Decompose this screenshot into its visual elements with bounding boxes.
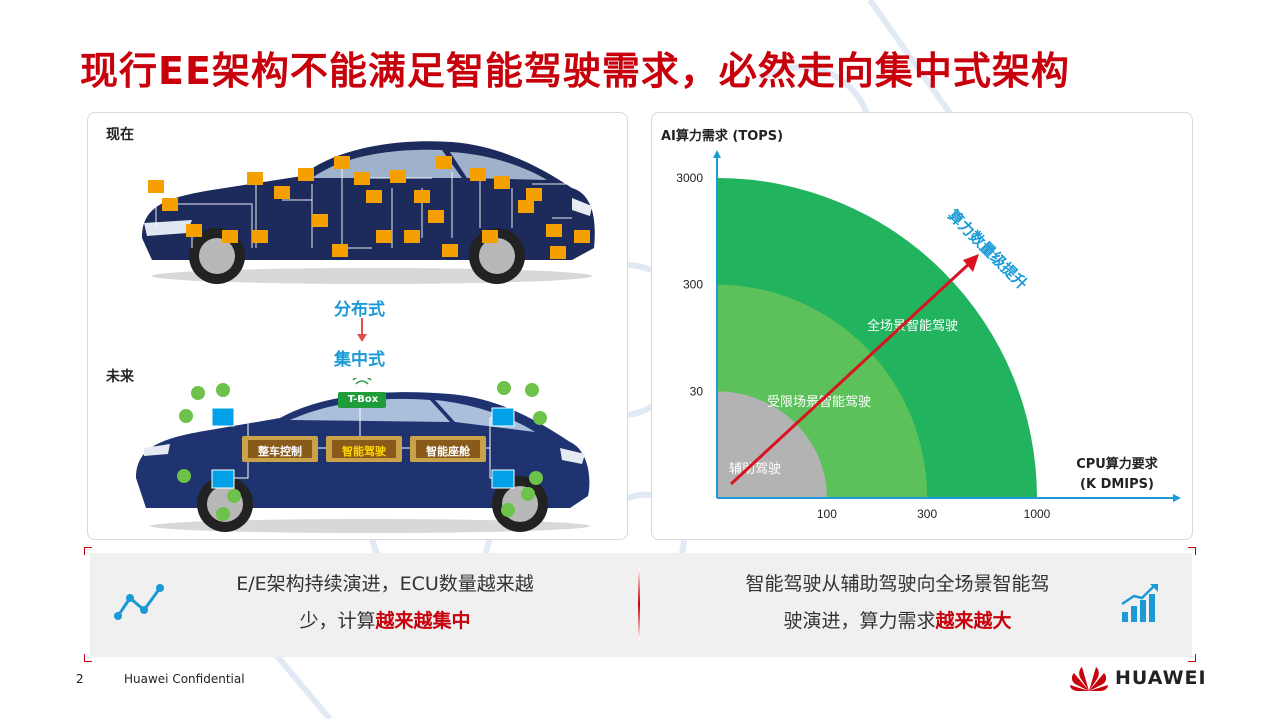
x-axis-label: CPU算力要求 xyxy=(1076,456,1159,472)
y-axis-arrow xyxy=(713,150,721,158)
line-chart-icon xyxy=(114,584,164,620)
summary-divider xyxy=(638,568,640,640)
domain-vehicle-control: 整车控制 xyxy=(258,445,302,458)
distributed-label: 分布式 xyxy=(334,300,385,320)
x-axis-unit-label: (K DMIPS) xyxy=(1080,477,1154,492)
page-number: 2 xyxy=(76,672,84,686)
summary-left-line1: E/E架构持续演进，ECU数量越来越 xyxy=(236,573,534,595)
future-label: 未来 xyxy=(106,369,134,385)
tbox-label: T-Box xyxy=(347,394,379,405)
huawei-logo-icon xyxy=(1070,667,1108,691)
bracket-bottom-left xyxy=(84,654,92,662)
summary-right-line1: 智能驾驶从辅助驾驶向全场景智能驾 xyxy=(745,573,1050,595)
x-tick-label: 100 xyxy=(817,507,837,521)
growth-chart-icon xyxy=(1121,584,1158,622)
region-label: 全场景智能驾驶 xyxy=(867,318,958,334)
compute-demand-chart: 100 300 1000 3000 300 30 AI算力需求 (TOPS) CPU算力要求 (… xyxy=(661,128,1181,521)
x-tick-label: 300 xyxy=(917,507,937,521)
summary-right-text: 智能驾驶从辅助驾驶向全场景智能驾 驶演进，算力需求越来越大 xyxy=(700,566,1095,640)
y-axis-label: AI算力需求 (TOPS) xyxy=(661,128,783,144)
down-arrow-icon xyxy=(357,318,367,342)
bracket-bottom-right xyxy=(1188,654,1196,662)
car-centralized-image xyxy=(136,378,590,533)
growth-arrowhead xyxy=(963,254,979,272)
summary-left-line2: 少，计算越来越集中 xyxy=(299,610,471,632)
now-label: 现在 xyxy=(106,127,134,143)
y-tick-label: 3000 xyxy=(676,171,703,185)
summary-right-highlight: 越来越大 xyxy=(935,610,1012,632)
x-tick-label: 1000 xyxy=(1024,507,1051,521)
bracket-top-left xyxy=(84,547,92,555)
summary-right-line2: 驶演进，算力需求越来越大 xyxy=(783,610,1012,632)
centralized-label: 集中式 xyxy=(334,350,385,370)
car-distributed-image xyxy=(142,141,595,284)
domain-smart-cockpit: 智能座舱 xyxy=(426,445,470,458)
summary-box xyxy=(90,553,1192,657)
x-axis-arrow xyxy=(1173,494,1181,502)
huawei-brand: HUAWEI xyxy=(1115,667,1207,689)
y-tick-label: 30 xyxy=(690,384,704,398)
bracket-top-right xyxy=(1188,547,1196,555)
confidential-label: Huawei Confidential xyxy=(124,672,245,686)
y-tick-label: 300 xyxy=(683,278,703,292)
summary-left-highlight: 越来越集中 xyxy=(375,610,471,632)
region-label: 辅助驾驶 xyxy=(729,462,781,477)
growth-arrow xyxy=(729,260,973,486)
page-title: 现行EE架构不能满足智能驾驶需求，必然走向集中式架构 xyxy=(80,49,1070,93)
summary-left-text: E/E架构持续演进，ECU数量越来越 少，计算越来越集中 xyxy=(190,566,580,640)
domain-autonomous-driving: 智能驾驶 xyxy=(342,445,386,458)
arrow-label: 算力数量级提升 xyxy=(944,206,1031,293)
